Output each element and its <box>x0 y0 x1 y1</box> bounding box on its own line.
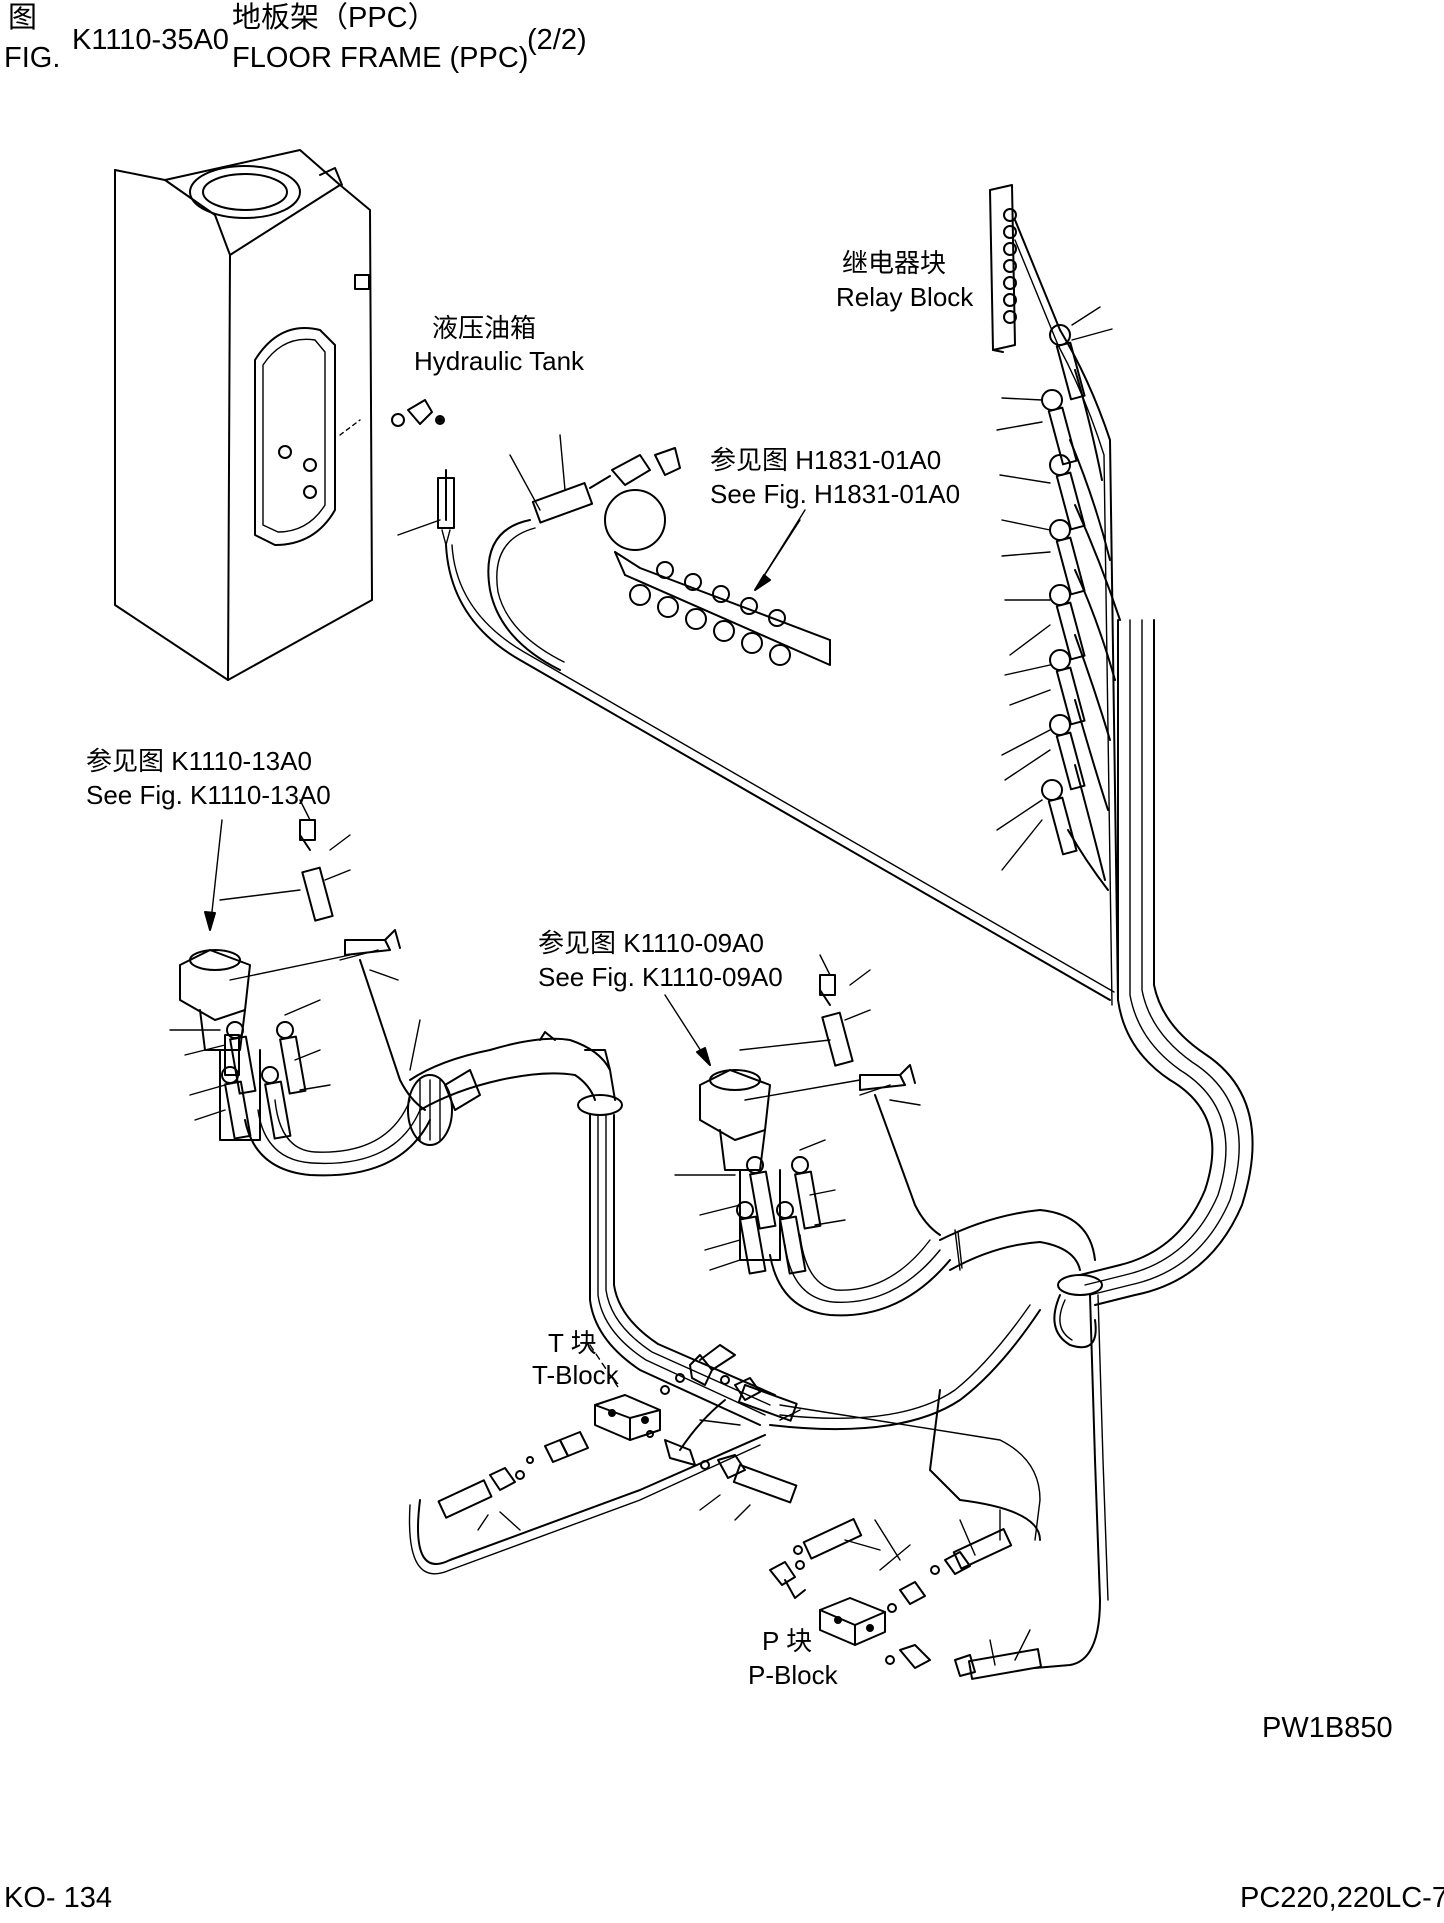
model-number: PC220,220LC-7 <box>1240 1882 1444 1914</box>
ref-k1110-13-label-cn: 参见图 K1110-13A0 <box>86 746 312 776</box>
left-duct-boot <box>407 1019 776 1426</box>
relay-block-label-cn: 继电器块 <box>842 248 947 278</box>
ppc-valve-hose <box>487 434 651 671</box>
solenoid-valve-block <box>604 447 831 666</box>
hydraulic-tank-drawing <box>114 149 445 681</box>
page-number: KO- 134 <box>4 1882 112 1914</box>
p-block-label-cn: P 块 <box>762 1626 813 1656</box>
p-block-assembly <box>769 1509 1043 1680</box>
t-block-assembly <box>437 1344 801 1531</box>
relay-block-fittings <box>996 306 1121 891</box>
figure-title-cn: 地板架（PPC） <box>232 2 437 34</box>
ref-k1110-09-label-en: See Fig. K1110-09A0 <box>538 962 783 992</box>
figure-title-en: FLOOR FRAME (PPC) <box>232 42 529 74</box>
fig-number: K1110-35A0 <box>72 24 229 56</box>
leader-arrows <box>204 509 806 1066</box>
fig-label-en: FIG. <box>4 42 61 74</box>
right-ppc-valve <box>674 954 951 1317</box>
left-ppc-valve <box>169 799 431 1177</box>
hydraulic-tank-label-cn: 液压油箱 <box>432 313 537 343</box>
hydraulic-tank-label-en: Hydraulic Tank <box>414 346 585 376</box>
relay-block-label-en: Relay Block <box>836 282 974 312</box>
ref-h1831-label-cn: 参见图 H1831-01A0 <box>710 445 942 475</box>
main-hose-bundle <box>1079 619 1254 1306</box>
t-block-label-cn: T 块 <box>548 1328 597 1358</box>
ref-k1110-13-label-en: See Fig. K1110-13A0 <box>86 780 331 810</box>
ref-h1831-label-en: See Fig. H1831-01A0 <box>710 479 961 509</box>
lower-distribution-hoses <box>408 1304 1041 1575</box>
tank-return-hose <box>397 469 1115 1001</box>
fig-label-cn: 图 <box>8 2 38 34</box>
right-duct-boot <box>939 1209 1109 1669</box>
p-block-label-en: P-Block <box>748 1660 838 1690</box>
t-block-label-en: T-Block <box>532 1360 619 1390</box>
drawing-code: PW1B850 <box>1262 1712 1393 1744</box>
sheet-indicator: (2/2) <box>527 24 587 56</box>
ref-k1110-09-label-cn: 参见图 K1110-09A0 <box>538 928 764 958</box>
